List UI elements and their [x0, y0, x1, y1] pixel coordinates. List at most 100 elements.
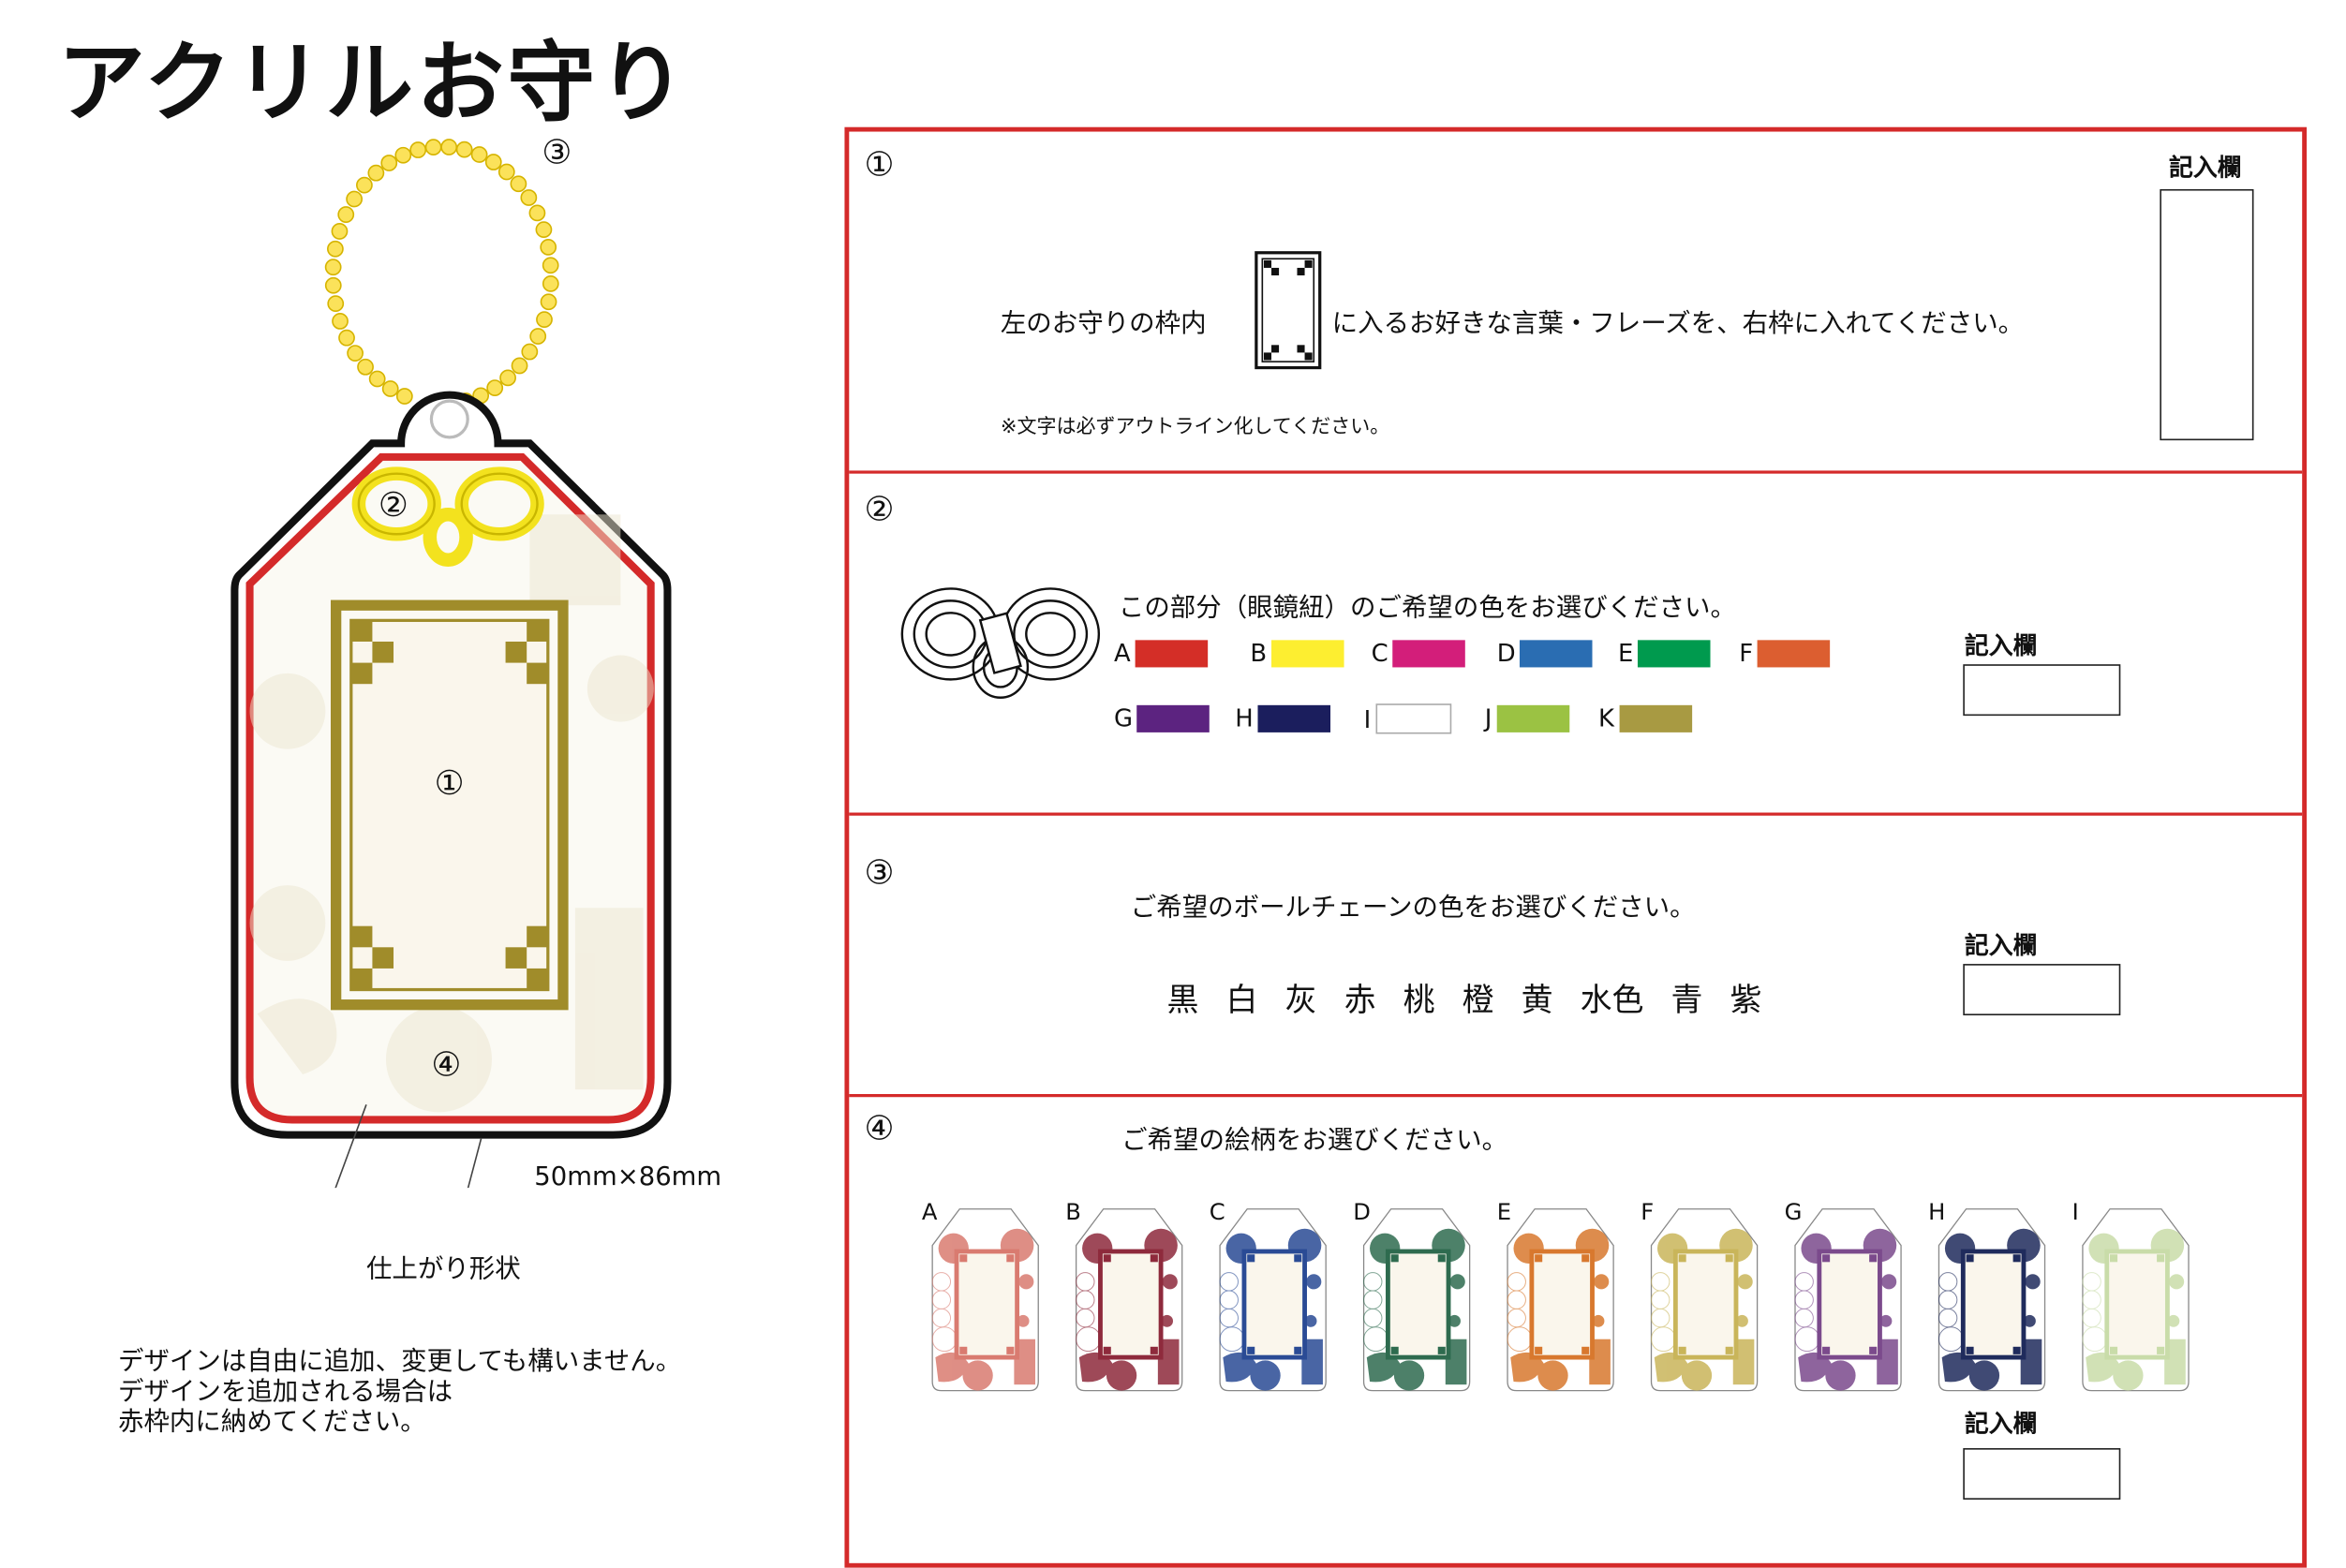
chain-color-option[interactable]: 橙: [1462, 982, 1494, 1019]
pattern-option-a[interactable]: [927, 1206, 1047, 1398]
pattern-label: E: [1496, 1198, 1512, 1226]
color-swatch: [1496, 704, 1569, 732]
pattern-option-d[interactable]: [1358, 1206, 1478, 1398]
chain-ball: [367, 164, 385, 182]
chain-color-option[interactable]: 桃: [1403, 982, 1435, 1019]
pattern-option-h[interactable]: [1933, 1206, 2054, 1398]
knot-color-option-c[interactable]: C: [1371, 638, 1466, 668]
color-swatch: [1257, 704, 1331, 732]
chain-ball: [395, 388, 413, 405]
knot-color-option-g[interactable]: G: [1114, 703, 1210, 732]
pattern-label: I: [2071, 1198, 2079, 1226]
color-swatch: [1392, 639, 1466, 667]
color-option-label: D: [1496, 638, 1516, 668]
section2-instruction: この部分（眼鏡紐）のご希望の色をお選びください。: [1118, 593, 1736, 624]
chain-ball: [324, 259, 342, 276]
pattern-option-i[interactable]: [2076, 1206, 2197, 1398]
chain-ball: [332, 313, 349, 330]
color-swatch: [1136, 704, 1210, 732]
shape-label: 仕上がり形状: [365, 1254, 521, 1285]
knot-color-option-f[interactable]: F: [1739, 638, 1831, 668]
chain-color-option[interactable]: 黒: [1166, 982, 1199, 1019]
entry-label: 記入欄: [1964, 1409, 2038, 1438]
section-divider: [849, 1094, 2303, 1098]
section3-instruction: ご希望のボールチェーンの色をお選びください。: [1130, 893, 1696, 924]
knot-color-option-d[interactable]: D: [1496, 638, 1594, 668]
chain-ball: [327, 295, 345, 313]
size-label: 50mm×86mm: [534, 1161, 722, 1193]
note-line: 赤枠内に納めてください。: [118, 1407, 426, 1438]
chain-ball: [540, 239, 557, 256]
section1-text-after: に入るお好きな言葉・フレーズを、右枠に入れてください。: [1331, 308, 2025, 339]
knot-color-option-k[interactable]: K: [1597, 703, 1692, 732]
color-option-label: K: [1597, 703, 1614, 732]
omamori-illustration: [230, 139, 672, 1189]
section-divider: [849, 812, 2303, 816]
chain-ball: [540, 293, 557, 311]
pattern-label: C: [1209, 1198, 1225, 1226]
chain-ball: [347, 345, 364, 362]
knot-color-option-b[interactable]: B: [1250, 638, 1344, 668]
color-option-label: E: [1617, 638, 1634, 668]
chain-ball: [535, 221, 553, 239]
phrase-entry-field[interactable]: [2160, 188, 2254, 441]
chain-ball: [440, 139, 458, 155]
chain-color-option[interactable]: 灰: [1284, 982, 1317, 1019]
pattern-option-f[interactable]: [1645, 1206, 1766, 1398]
pattern-label: G: [1784, 1198, 1803, 1226]
note-line: デザインを追加される場合は: [118, 1377, 453, 1408]
chain-color-option[interactable]: 赤: [1344, 982, 1376, 1019]
color-swatch: [1638, 639, 1711, 667]
section1-text-before: 左のお守りの枠内: [1000, 308, 1207, 339]
section-divider: [849, 470, 2303, 474]
chain-ball: [486, 379, 504, 396]
pattern-option-e[interactable]: [1502, 1206, 1623, 1398]
design-notes: デザインは自由に追加、変更しても構いません。 デザインを追加される場合は 赤枠内…: [118, 1347, 681, 1438]
color-option-label: B: [1250, 638, 1268, 668]
chain-ball: [528, 204, 546, 222]
chain-ball: [424, 139, 442, 156]
chain-color-option[interactable]: 黄: [1521, 982, 1553, 1019]
chain-color-option[interactable]: 青: [1670, 982, 1703, 1019]
chain-color-option[interactable]: 水色: [1580, 982, 1644, 1019]
knot-color-option-h[interactable]: H: [1235, 703, 1331, 732]
knot-color-option-j[interactable]: J: [1485, 703, 1569, 732]
chain-ball: [497, 163, 515, 181]
chain-ball: [381, 380, 399, 397]
color-swatch: [1757, 639, 1831, 667]
pattern-label: D: [1353, 1198, 1371, 1226]
marker-knot: ②: [378, 487, 408, 525]
knot-color-entry-field[interactable]: [1963, 664, 2121, 717]
knot-color-option-a[interactable]: A: [1114, 638, 1209, 668]
megane-knot-icon: [900, 587, 1101, 699]
pattern-option-g[interactable]: [1789, 1206, 1910, 1398]
chain-ball: [529, 328, 547, 345]
section4-number: ④: [864, 1110, 895, 1149]
chain-ball: [337, 206, 355, 223]
page-title: アクリルお守り: [57, 31, 690, 135]
chain-ball: [536, 311, 553, 328]
knot-color-option-e[interactable]: E: [1617, 638, 1711, 668]
color-option-label: C: [1371, 638, 1388, 668]
entry-label: 記入欄: [1964, 930, 2038, 960]
knot-color-option-i[interactable]: I: [1364, 703, 1451, 734]
color-option-label: G: [1114, 703, 1134, 732]
color-option-label: F: [1739, 638, 1754, 668]
note-line: デザインは自由に追加、変更しても構いません。: [118, 1346, 682, 1378]
pattern-option-c[interactable]: [1214, 1206, 1335, 1398]
chain-color-options: 黒白灰赤桃橙黄水色青紫: [1167, 976, 1762, 1021]
frame-icon: [1255, 251, 1322, 370]
chain-ball: [346, 190, 364, 208]
entry-label: 記入欄: [2169, 153, 2242, 182]
chain-ball: [394, 146, 412, 164]
chain-ball: [542, 274, 559, 292]
chain-color-option[interactable]: 紫: [1730, 982, 1762, 1019]
pattern-entry-field[interactable]: [1963, 1448, 2121, 1500]
chain-color-entry-field[interactable]: [1963, 964, 2121, 1016]
color-option-label: A: [1114, 638, 1131, 668]
chain-color-option[interactable]: 白: [1225, 982, 1258, 1019]
entry-label: 記入欄: [1964, 630, 2038, 660]
color-option-label: J: [1484, 703, 1492, 732]
pattern-option-b[interactable]: [1070, 1206, 1191, 1398]
